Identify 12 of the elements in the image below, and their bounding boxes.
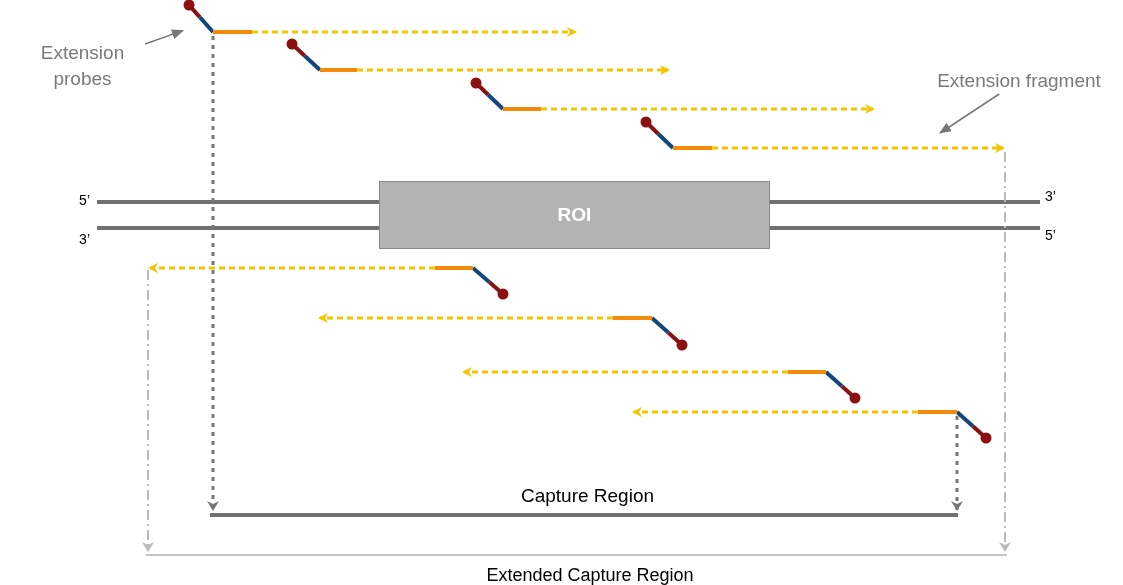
leader-line [939, 93, 1000, 134]
roi-box: ROI [379, 181, 770, 249]
region-label: Capture Region [519, 484, 656, 508]
strand-end-label: 5’ [78, 191, 90, 210]
strand-end-label: 5’ [1045, 226, 1057, 245]
annotation-text: Extension probes [20, 40, 145, 92]
region-label: Extended Capture Region [485, 564, 695, 585]
leader-line [144, 29, 184, 45]
annotation-text: Extension fragment [915, 68, 1123, 94]
strand-end-label: 3’ [1045, 187, 1057, 206]
strand-end-label: 3’ [78, 230, 90, 249]
extension-probe-drawing [183, 0, 255, 36]
